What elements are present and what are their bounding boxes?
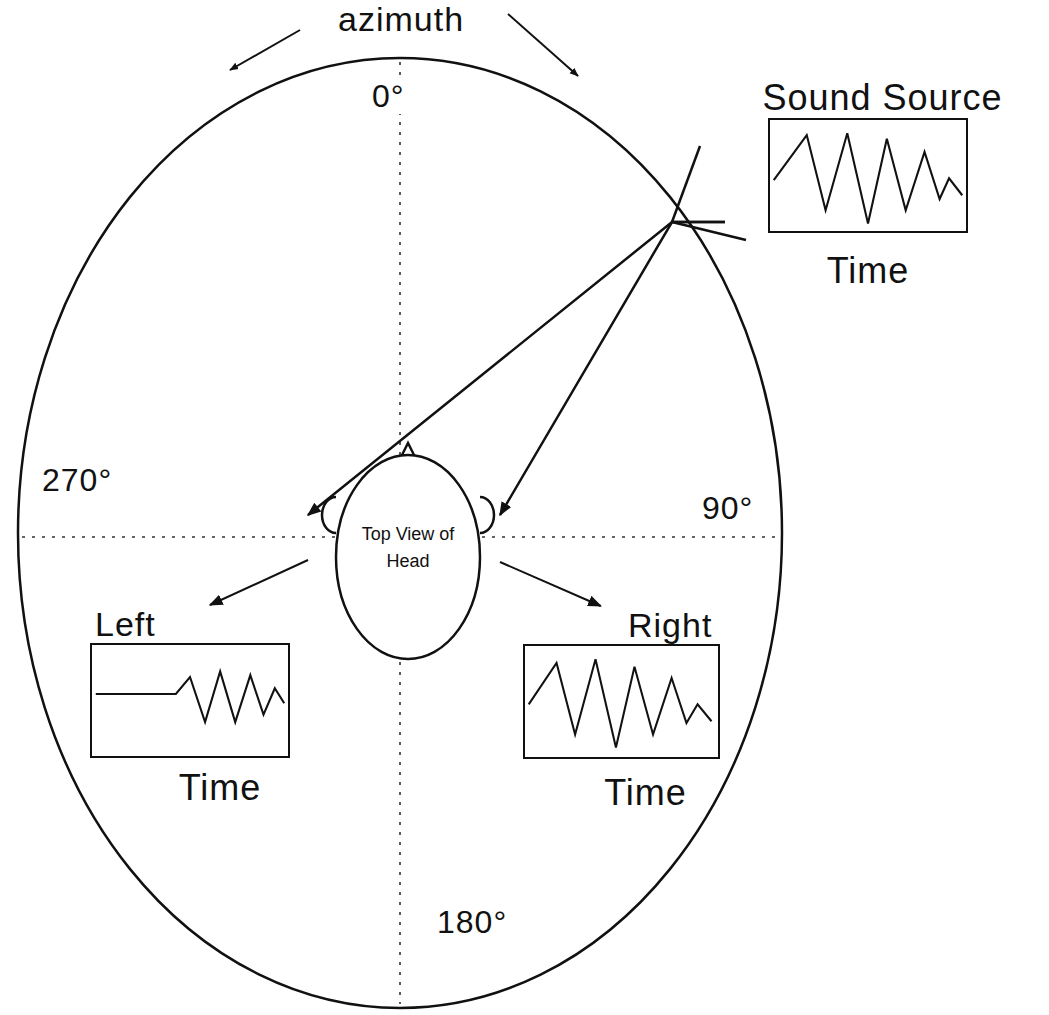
axis-title: azimuth bbox=[336, 0, 466, 38]
signal-name: Left bbox=[90, 605, 290, 643]
waveform bbox=[770, 120, 966, 231]
axis-caption: Time bbox=[120, 768, 320, 808]
waveform-trace bbox=[96, 671, 284, 722]
azimuth-arrow bbox=[508, 14, 578, 76]
signal-name: Sound Source bbox=[725, 78, 1040, 118]
azimuth-arrow bbox=[230, 30, 300, 70]
waveform-trace bbox=[529, 659, 712, 747]
source-mark bbox=[672, 222, 746, 240]
waveform bbox=[92, 645, 288, 756]
waveform-box bbox=[523, 644, 720, 759]
ear bbox=[480, 497, 494, 533]
head-outline: Top View of Head bbox=[308, 435, 500, 665]
angle-label: 180° bbox=[435, 904, 509, 940]
signal-arrow bbox=[210, 560, 308, 605]
waveform-box bbox=[90, 643, 290, 758]
signal-arrow bbox=[500, 562, 601, 606]
axis-caption: Time bbox=[547, 773, 744, 813]
signal-name: Right bbox=[523, 606, 745, 644]
waveform-trace bbox=[774, 133, 962, 223]
signal-arrow bbox=[500, 222, 725, 515]
angle-label: 270° bbox=[40, 462, 114, 498]
angle-label: 0° bbox=[370, 78, 407, 114]
waveform bbox=[525, 646, 718, 757]
ear bbox=[322, 497, 336, 533]
node-text: Top View of Head bbox=[354, 521, 462, 575]
azimuth-circle bbox=[18, 58, 782, 1008]
waveform-box bbox=[768, 118, 968, 233]
head-outline bbox=[336, 455, 480, 659]
source-signal-box: Sound SourceTime bbox=[725, 78, 1040, 291]
right-ear-signal-box: RightTime bbox=[523, 606, 745, 813]
head-drawing bbox=[308, 435, 500, 665]
source-mark bbox=[672, 146, 700, 222]
axis-caption: Time bbox=[768, 251, 968, 291]
angle-label: 90° bbox=[700, 490, 755, 526]
left-ear-signal-box: LeftTime bbox=[90, 605, 290, 808]
